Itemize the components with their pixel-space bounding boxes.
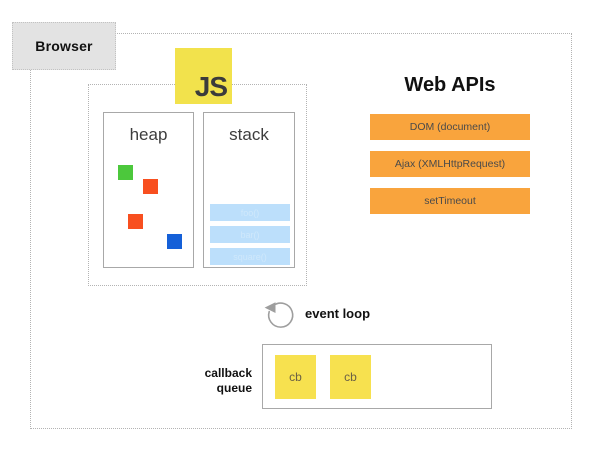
browser-label-text: Browser (35, 38, 93, 54)
web-api-bar-label: Ajax (XMLHttpRequest) (394, 158, 506, 170)
callback-queue-item[interactable]: cb (330, 355, 371, 399)
web-apis-title: Web APIs (404, 74, 496, 96)
web-api-bar-label: setTimeout (424, 195, 476, 207)
web-api-bar[interactable]: Ajax (XMLHttpRequest) (370, 151, 530, 177)
browser-label-chip: Browser (12, 22, 116, 70)
stack-frame-label: square() (233, 251, 267, 262)
stack-title: stack (229, 125, 269, 144)
stack-frame: foo() (210, 204, 290, 221)
heap-object-orange-2 (128, 214, 143, 229)
heap-object-green (118, 165, 133, 180)
callback-queue-item[interactable]: cb (275, 355, 316, 399)
stack-frame-label: bar() (240, 229, 260, 240)
event-loop-label: event loop (305, 306, 371, 321)
javascript-logo-text: JS (194, 71, 228, 102)
browser-boundary-region (30, 33, 572, 429)
stack-frame: square() (210, 248, 290, 265)
heap-object-blue (167, 234, 182, 249)
javascript-logo-chip: JS (175, 48, 232, 104)
stack-frame: bar() (210, 226, 290, 243)
web-api-bar[interactable]: setTimeout (370, 188, 530, 214)
callback-queue-item-label: cb (344, 370, 357, 384)
callback-queue-item-label: cb (289, 370, 302, 384)
web-api-bar[interactable]: DOM (document) (370, 114, 530, 140)
web-api-bar-label: DOM (document) (409, 121, 491, 133)
stack-panel: stack foo() bar() square() (203, 112, 295, 268)
callback-queue-label: callback queue (186, 366, 252, 396)
event-loop-circular-arrow-icon (262, 297, 298, 333)
callback-queue-label-line2: queue (216, 381, 252, 395)
heap-title: heap (129, 125, 168, 144)
callback-queue-label-line1: callback (204, 366, 252, 380)
heap-object-orange-1 (143, 179, 158, 194)
heap-panel: heap (103, 112, 194, 268)
stack-frame-label: foo() (240, 207, 260, 218)
